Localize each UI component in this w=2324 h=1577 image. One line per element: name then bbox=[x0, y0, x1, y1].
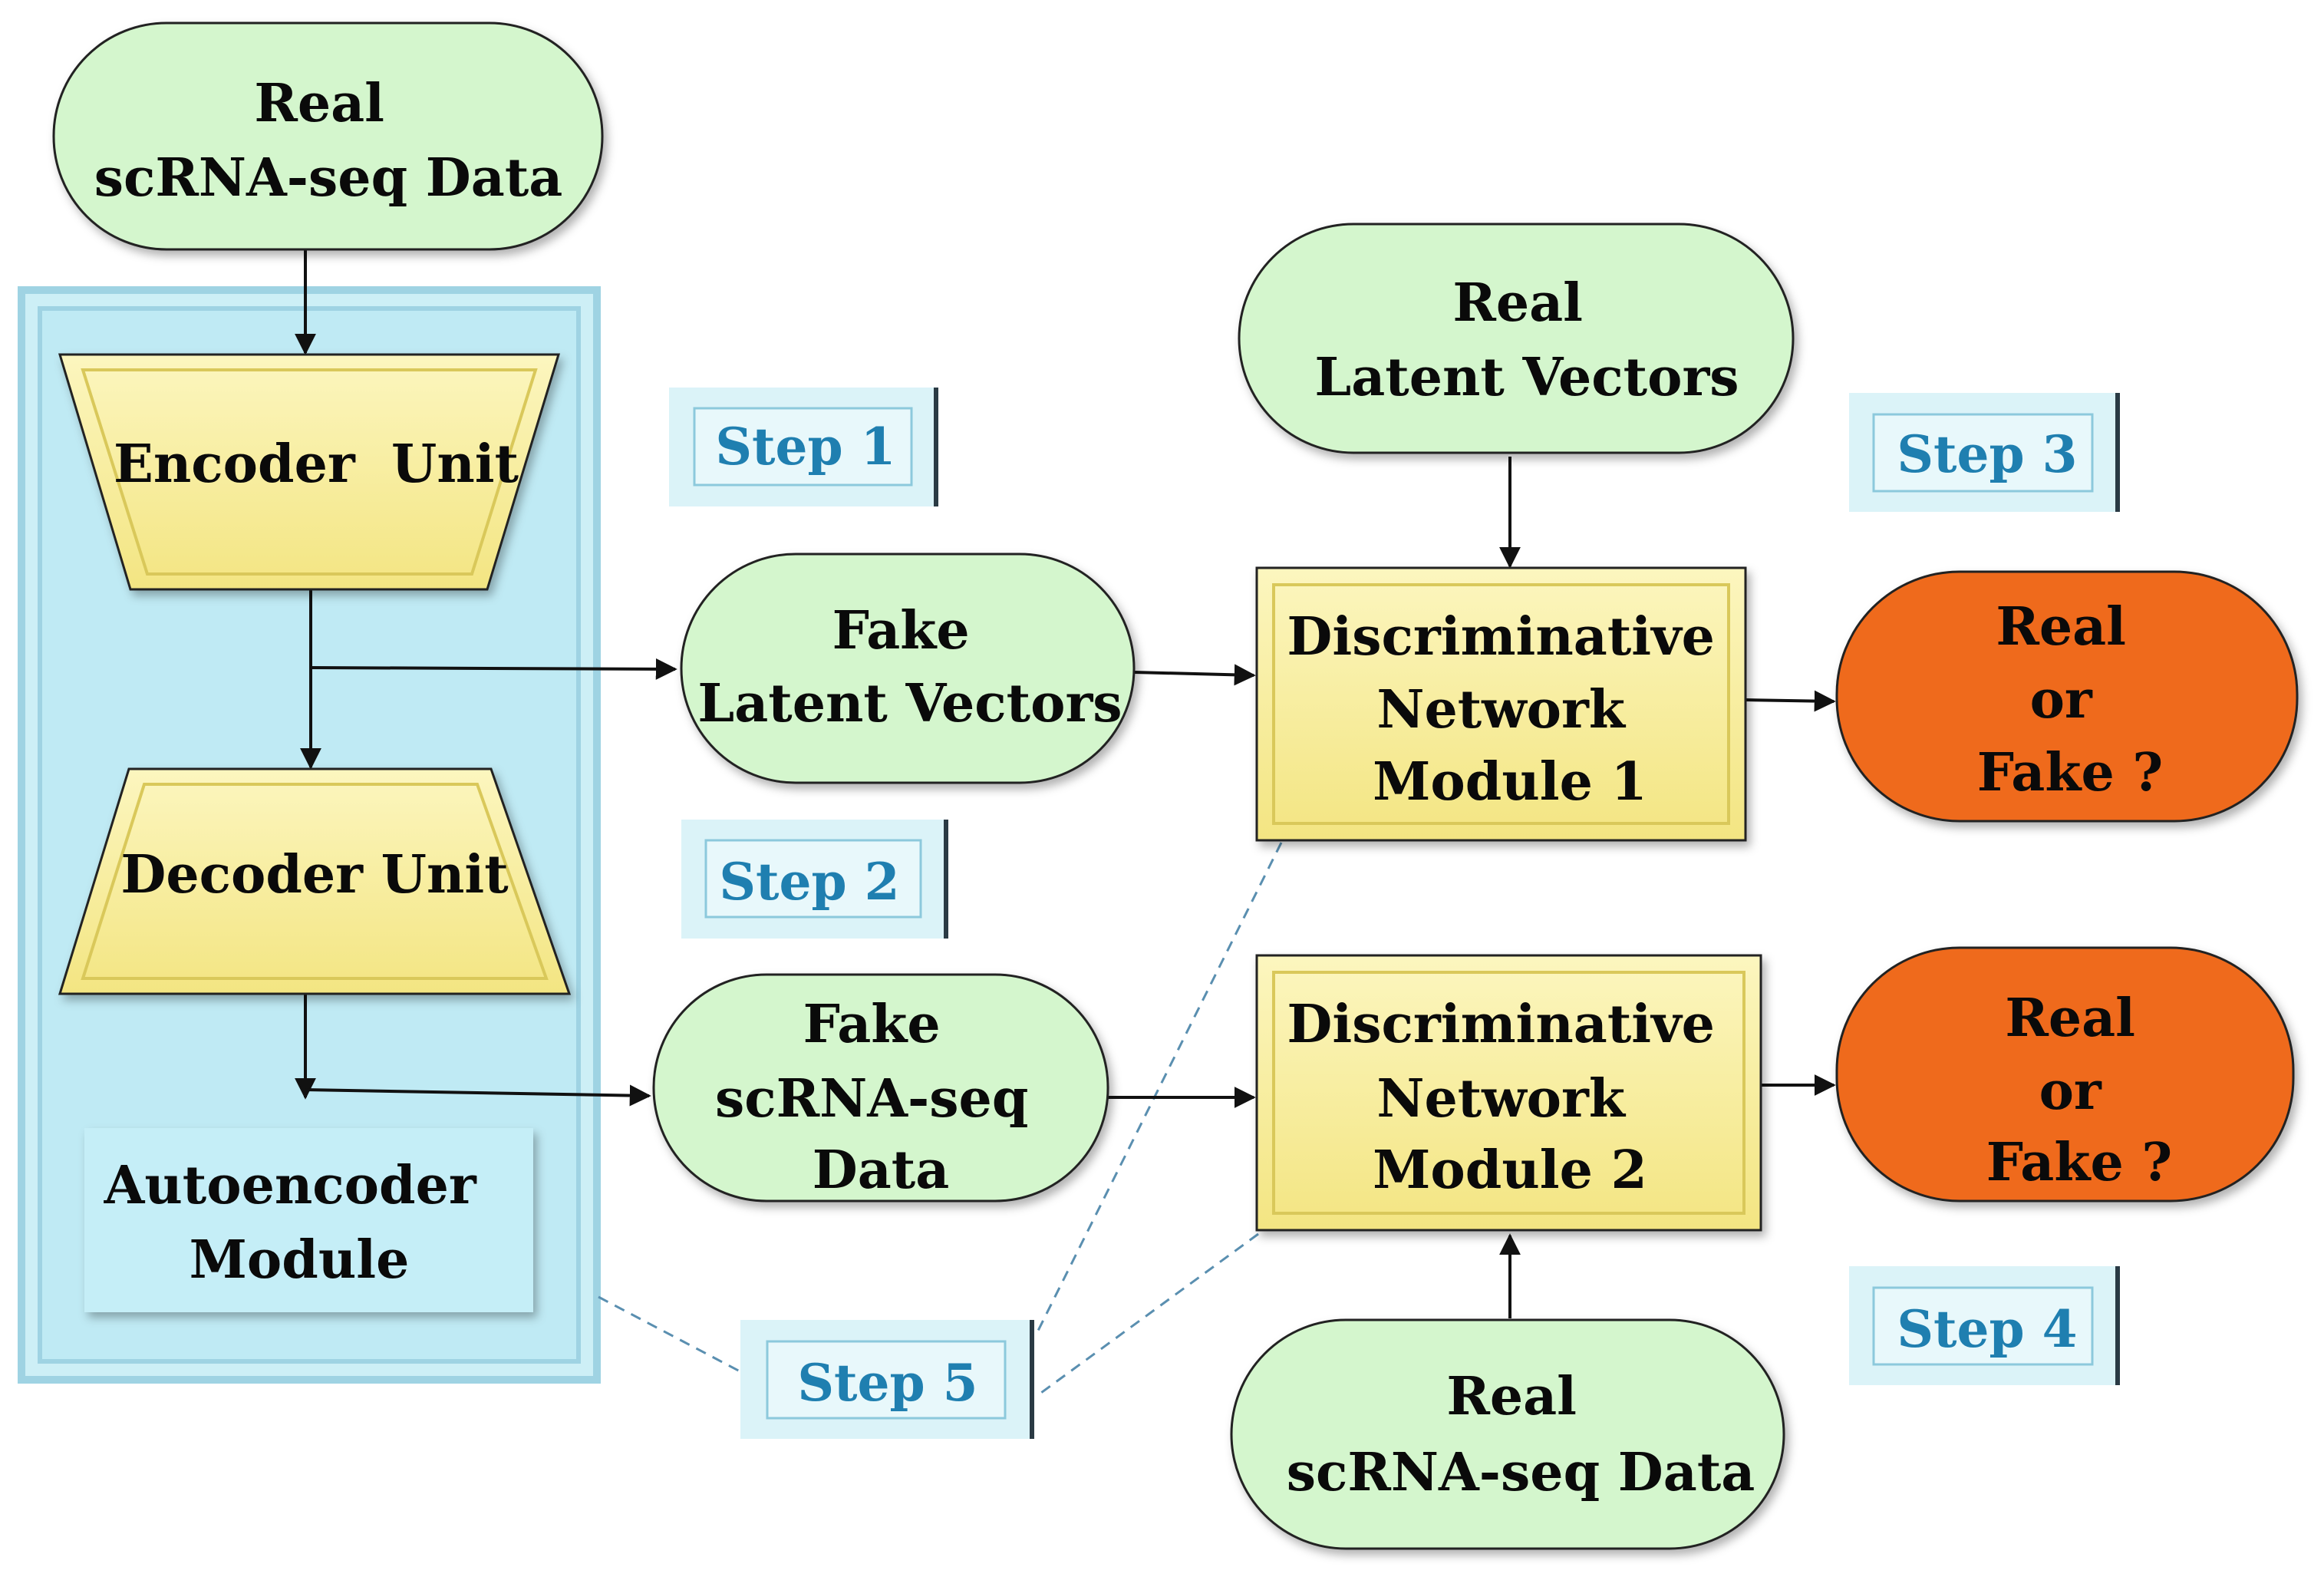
real-or-fake-output-1-node: Real or Fake ? bbox=[1835, 570, 2299, 823]
svg-text:Fake Latent Vectors: Fake Latent Vectors bbox=[697, 600, 1122, 734]
step-3-text: Step 3 bbox=[1897, 424, 2077, 484]
real-latent-line2: Latent Vectors bbox=[1314, 347, 1739, 408]
real-or-fake-output-2-node: Real or Fake ? bbox=[1835, 946, 2295, 1203]
real-latent-vectors-node: Real Latent Vectors bbox=[1238, 223, 1795, 454]
real-scrna-top-node: Real scRNA-seq Data bbox=[52, 21, 604, 251]
real-latent-line1: Real bbox=[1452, 272, 1583, 334]
fake-latent-line1: Fake bbox=[832, 600, 970, 661]
disc1-line3: Module 1 bbox=[1373, 751, 1647, 813]
fake-scrna-line1: Fake bbox=[803, 994, 941, 1055]
svg-text:Real scRNA-seq Data: Real scRNA-seq Data bbox=[1287, 1366, 1755, 1503]
encoder-unit-node: Encoder Unit bbox=[58, 353, 561, 591]
discriminative-module-1-node: Discriminative Network Module 1 bbox=[1255, 566, 1747, 842]
step-2-label: Step 2 bbox=[681, 820, 948, 939]
svg-text:Real or Fake ?: Real or Fake ? bbox=[1986, 988, 2173, 1193]
step-4-text: Step 4 bbox=[1897, 1299, 2077, 1359]
step-3-label: Step 3 bbox=[1849, 393, 2120, 512]
svg-text:Real Latent Vectors: Real Latent Vectors bbox=[1314, 272, 1739, 408]
step-1-text: Step 1 bbox=[715, 417, 895, 477]
svg-text:Real scRNA-seq Data: Real scRNA-seq Data bbox=[94, 73, 563, 209]
arrow-encoder-to-fake-latent bbox=[310, 658, 677, 680]
decoder-unit-node: Decoder Unit bbox=[58, 767, 572, 995]
real-scrna-top-line2: scRNA-seq Data bbox=[94, 147, 563, 209]
output1-line3: Fake ? bbox=[1977, 742, 2164, 803]
autoencoder-module-line1: Autoencoder bbox=[104, 1155, 477, 1216]
real-scrna-bottom-node: Real scRNA-seq Data bbox=[1230, 1318, 1785, 1550]
step-1-label: Step 1 bbox=[669, 388, 938, 506]
autoencoder-module-line2: Module bbox=[190, 1229, 410, 1291]
svg-text:Real or Fake ?: Real or Fake ? bbox=[1977, 596, 2164, 803]
decoder-unit-label: Decoder Unit bbox=[120, 844, 509, 906]
fake-scrna-line2: scRNA-seq bbox=[715, 1068, 1028, 1130]
output2-line2: or bbox=[2039, 1061, 2102, 1122]
svg-text:Discriminative Network: Discriminative Network Module 2 bbox=[1287, 994, 1732, 1201]
real-scrna-bottom-line2: scRNA-seq Data bbox=[1287, 1442, 1755, 1503]
svg-text:Autoencoder Module: Autoencoder Module bbox=[104, 1155, 495, 1291]
disc2-line2: Network bbox=[1376, 1068, 1627, 1130]
real-scrna-top-line1: Real bbox=[254, 73, 384, 134]
disc1-line2: Network bbox=[1376, 679, 1627, 741]
fake-scrna-line3: Data bbox=[813, 1140, 950, 1201]
autoencoder-module-label-box: Autoencoder Module bbox=[84, 1128, 533, 1312]
real-scrna-bottom-line1: Real bbox=[1446, 1366, 1577, 1427]
step-4-label: Step 4 bbox=[1849, 1266, 2120, 1385]
disc2-line1: Discriminative bbox=[1287, 994, 1714, 1055]
fake-latent-line2: Latent Vectors bbox=[697, 673, 1122, 734]
arrow-decoder-to-fake-scrna bbox=[305, 1084, 651, 1107]
output1-line1: Real bbox=[1996, 596, 2126, 658]
arrow-fake-latent-to-disc1 bbox=[1133, 664, 1256, 686]
step-5-text: Step 5 bbox=[797, 1353, 977, 1413]
output2-line1: Real bbox=[2005, 988, 2135, 1049]
svg-text:Discriminative Network: Discriminative Network Module 1 bbox=[1287, 606, 1732, 813]
fake-scrna-node: Fake scRNA-seq Data bbox=[652, 973, 1109, 1203]
step5-dashed-links bbox=[598, 842, 1283, 1398]
discriminative-module-2-node: Discriminative Network Module 2 bbox=[1255, 954, 1762, 1232]
encoder-unit-label: Encoder Unit bbox=[114, 434, 519, 495]
output1-line2: or bbox=[2030, 669, 2093, 731]
step-2-text: Step 2 bbox=[719, 852, 899, 912]
svg-text:Fake scRNA-seq Dat: Fake scRNA-seq Data bbox=[715, 994, 1047, 1201]
flow-arrows bbox=[295, 249, 1836, 1318]
disc2-line3: Module 2 bbox=[1373, 1140, 1647, 1201]
output2-line3: Fake ? bbox=[1986, 1132, 2173, 1193]
fake-latent-vectors-node: Fake Latent Vectors bbox=[680, 553, 1136, 784]
disc1-line1: Discriminative bbox=[1287, 606, 1714, 668]
step-5-label: Step 5 bbox=[740, 1320, 1034, 1439]
arrow-disc1-to-output1 bbox=[1745, 690, 1836, 712]
